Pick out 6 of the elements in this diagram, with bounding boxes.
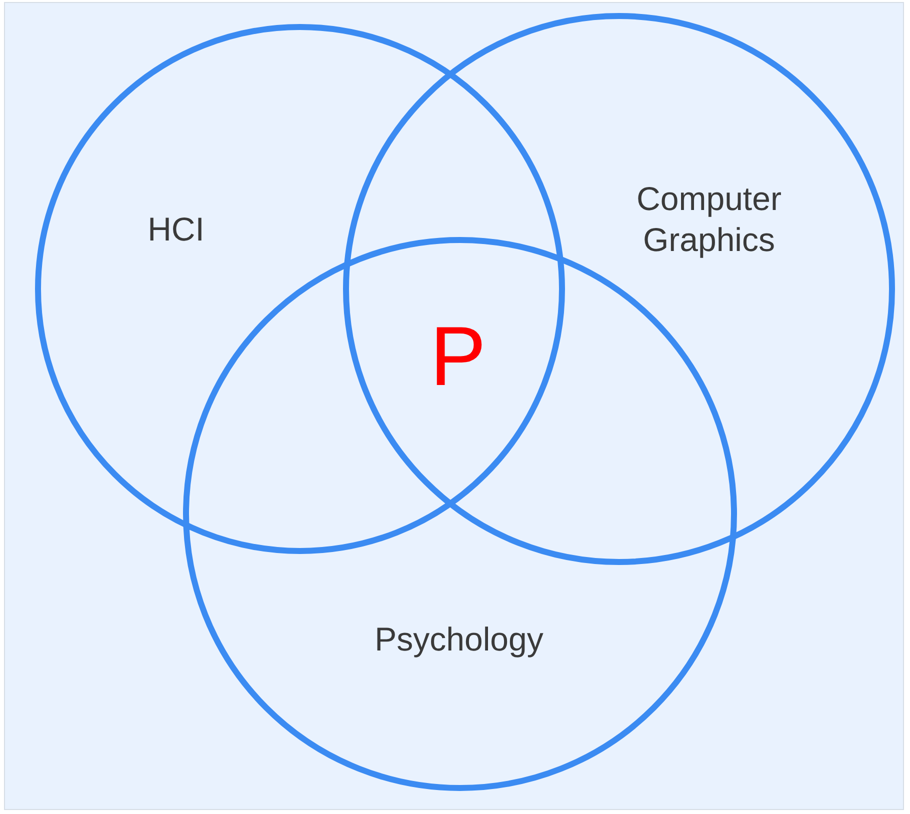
circle-label: Psychology — [374, 619, 544, 660]
circle-label: Computer Graphics — [636, 178, 782, 260]
intersection-label: P — [430, 314, 486, 398]
circle-label: HCI — [146, 209, 206, 250]
venn-circle — [38, 27, 562, 551]
venn-circle — [346, 16, 892, 562]
